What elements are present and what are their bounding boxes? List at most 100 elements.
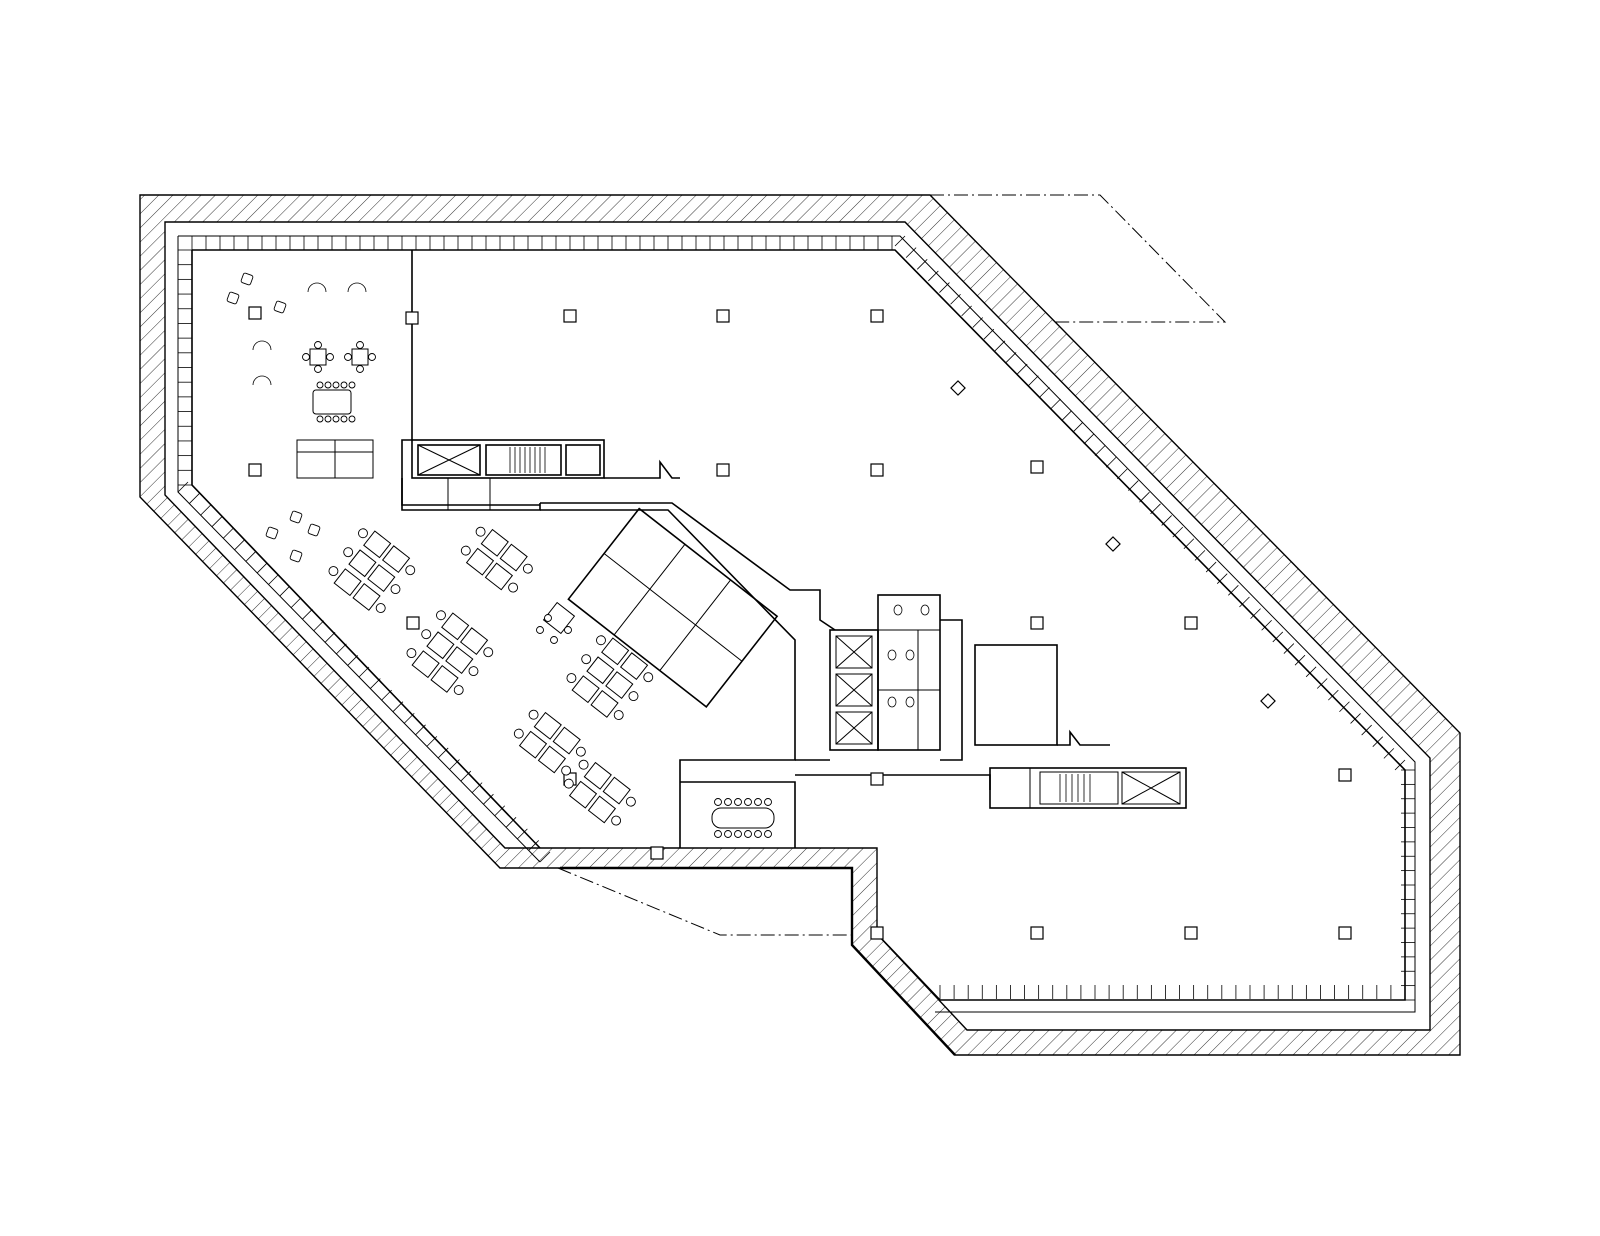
mullion xyxy=(1339,701,1350,713)
south-facade-heavy xyxy=(560,866,956,1056)
dining-table xyxy=(309,348,327,366)
task-chair xyxy=(581,654,592,665)
desk xyxy=(587,795,617,824)
mullion xyxy=(426,736,438,747)
column xyxy=(870,463,884,477)
chair xyxy=(536,626,544,634)
workstation-pod xyxy=(328,528,416,613)
toilet xyxy=(887,649,897,661)
task-chair xyxy=(328,566,339,577)
south-core xyxy=(989,767,1187,809)
north-core xyxy=(401,439,680,511)
private-offices xyxy=(567,507,779,709)
workstation-pod xyxy=(566,635,654,720)
mullion xyxy=(177,481,189,493)
column xyxy=(1260,693,1276,709)
lounge-chair xyxy=(307,282,327,293)
conference-chair xyxy=(714,798,722,806)
corridor-wall-south-2 xyxy=(795,759,991,790)
conference-chair xyxy=(764,830,772,838)
task-chair xyxy=(405,565,416,576)
corridor-wall-south xyxy=(540,509,796,848)
desk xyxy=(441,612,470,641)
mullion xyxy=(1250,608,1261,619)
mullion xyxy=(494,805,506,817)
workstation-pod xyxy=(460,526,533,593)
mullion xyxy=(1083,433,1095,445)
mullion xyxy=(1116,468,1128,480)
chair xyxy=(332,415,340,423)
column xyxy=(1030,616,1044,630)
chair xyxy=(302,353,310,361)
mullion xyxy=(1261,619,1272,631)
conference-chair xyxy=(754,798,762,806)
curtain-wall-band xyxy=(178,235,1416,1013)
mullion xyxy=(336,643,347,655)
task-chair xyxy=(613,710,624,720)
curtain-wall-mullions xyxy=(177,235,1416,1013)
desk xyxy=(601,637,630,666)
column xyxy=(248,306,262,320)
mullion xyxy=(505,817,517,828)
mullion xyxy=(279,585,291,597)
task-chair xyxy=(358,528,368,539)
chair xyxy=(332,381,340,389)
task-chair xyxy=(508,582,519,593)
task-chair xyxy=(375,603,386,613)
toilet xyxy=(887,696,897,708)
column xyxy=(1030,926,1044,940)
desk xyxy=(586,656,615,685)
lounge-chair xyxy=(252,375,272,386)
mullion xyxy=(1361,724,1372,736)
mullion xyxy=(313,620,325,632)
chair xyxy=(340,415,348,423)
task-chair xyxy=(566,673,577,684)
mullion xyxy=(245,551,257,562)
desk xyxy=(533,711,562,740)
desk xyxy=(333,568,362,597)
mullion xyxy=(358,666,370,678)
mullion xyxy=(1294,654,1306,666)
desk xyxy=(571,675,600,704)
task-chair xyxy=(475,526,486,537)
task-chair xyxy=(625,796,636,807)
conference-chair xyxy=(714,830,722,838)
mullion xyxy=(1061,410,1072,421)
mullion xyxy=(189,493,200,504)
mullion xyxy=(1316,678,1328,689)
central-core xyxy=(829,594,1110,761)
mullion xyxy=(1039,387,1050,398)
desk xyxy=(499,543,528,572)
conference-chair xyxy=(724,798,732,806)
mullion xyxy=(1239,596,1250,608)
chair xyxy=(314,365,322,373)
mullion xyxy=(528,840,539,851)
task-chair xyxy=(460,545,471,556)
toilet xyxy=(893,604,903,616)
mullion xyxy=(234,539,245,551)
mullion xyxy=(1172,526,1184,538)
desk xyxy=(605,671,634,699)
curtain-wall-band-west xyxy=(177,236,541,863)
mullion xyxy=(939,282,950,293)
mullion xyxy=(1350,713,1361,724)
chair xyxy=(368,353,376,361)
column xyxy=(950,380,966,396)
desk xyxy=(583,761,612,790)
column xyxy=(1030,460,1044,474)
mullion xyxy=(302,608,313,620)
mullion xyxy=(928,270,939,282)
task-chair xyxy=(528,709,539,720)
column xyxy=(870,309,884,323)
mullion xyxy=(256,562,268,574)
mullion xyxy=(1328,689,1339,701)
task-chair xyxy=(575,746,586,757)
lounge-chair xyxy=(347,282,367,293)
column xyxy=(870,926,884,940)
mullion xyxy=(460,770,472,782)
mullion xyxy=(1139,491,1150,503)
armchair xyxy=(265,526,279,540)
mullion xyxy=(1128,480,1139,491)
mullion xyxy=(347,655,358,666)
mullion xyxy=(1194,550,1206,561)
